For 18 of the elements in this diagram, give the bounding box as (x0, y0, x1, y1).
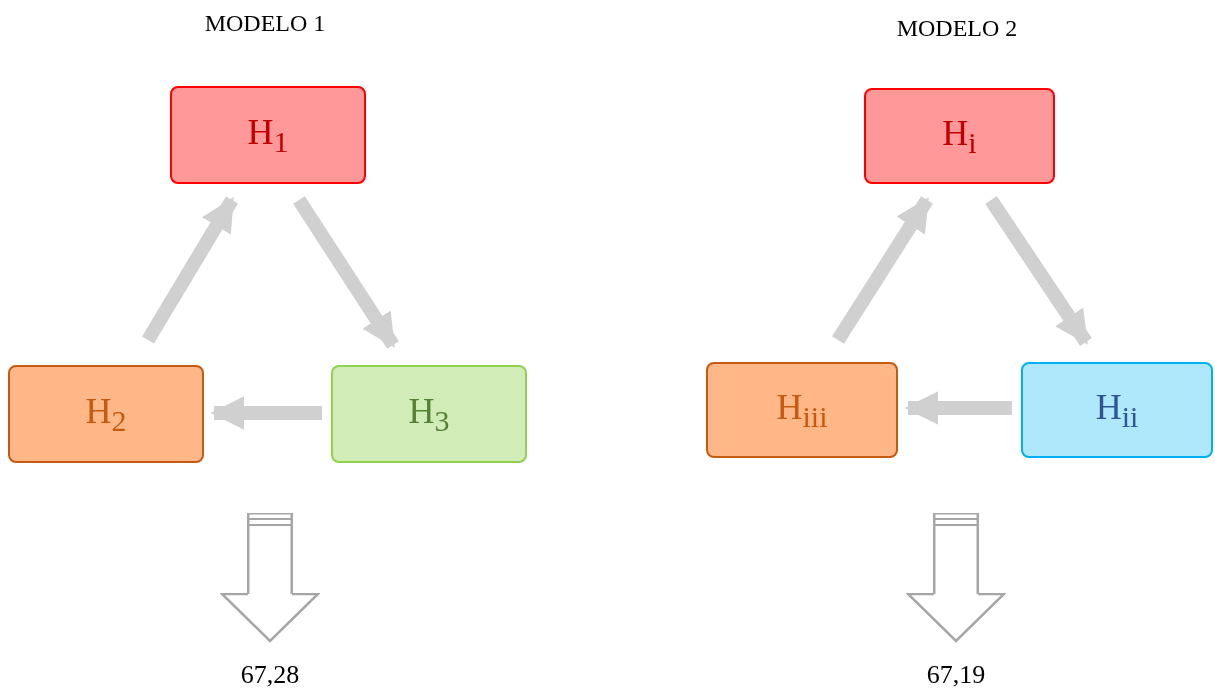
hollow-arrow (906, 513, 1006, 643)
arrow (293, 196, 399, 349)
model-title: MODELO 2 (896, 15, 1018, 42)
arrow (904, 391, 1012, 425)
hypothesis-box: H$_{iii}$ (706, 362, 898, 458)
arrow (985, 196, 1092, 346)
arrow (142, 196, 238, 344)
result-value: 67,28 (240, 660, 300, 690)
hollow-arrow (220, 513, 320, 643)
hypothesis-box: H$_{ii}$ (1021, 362, 1213, 458)
arrow (832, 196, 933, 344)
arrow (210, 396, 322, 430)
hypothesis-box: H$_{2}$ (8, 365, 204, 463)
hypothesis-box: H$_{1}$ (170, 86, 366, 184)
result-value: 67,19 (926, 660, 986, 690)
hypothesis-box: H$_{i}$ (864, 88, 1055, 184)
model-title: MODELO 1 (204, 10, 326, 37)
hypothesis-box: H$_{3}$ (331, 365, 527, 463)
